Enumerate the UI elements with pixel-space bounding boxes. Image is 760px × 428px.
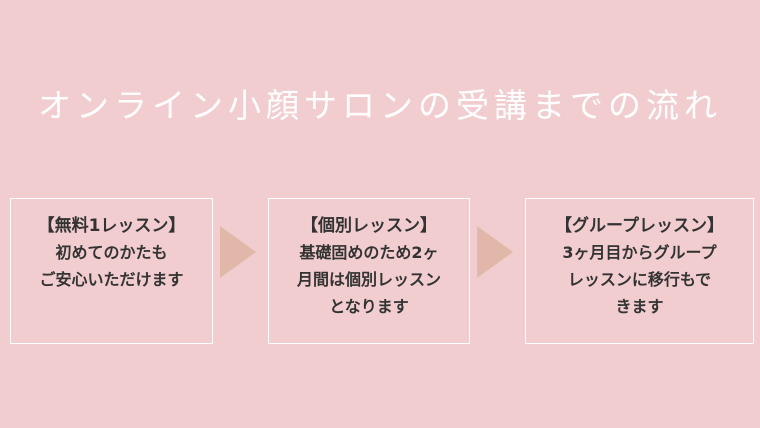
step-box-1: 【無料1レッスン】 初めてのかたも ご安心いただけます (10, 198, 213, 344)
step-2-line-2: 月間は個別レッスン (296, 270, 441, 289)
step-3-line-1: 3ヶ月目からグループ (562, 243, 717, 262)
step-3-title: 【グループレッスン】 (555, 216, 724, 236)
step-1-title: 【無料1レッスン】 (37, 216, 186, 236)
step-box-2: 【個別レッスン】 基礎固めのため2ヶ 月間は個別レッスン となります (268, 198, 470, 344)
step-3-line-2: レッスンに移行もで (567, 270, 712, 289)
step-1-line-1: 初めてのかたも (55, 243, 168, 262)
step-2-line-1: 基礎固めのため2ヶ (299, 243, 439, 262)
step-1-line-2: ご安心いただけます (39, 270, 184, 289)
page-title: オンライン小顔サロンの受講までの流れ (38, 86, 722, 125)
step-box-3: 【グループレッスン】 3ヶ月目からグループ レッスンに移行もで きます (525, 198, 754, 344)
step-3-line-3: きます (615, 297, 664, 316)
step-2-line-3: となります (329, 297, 409, 316)
arrow-right-icon (220, 226, 256, 278)
arrow-right-icon (477, 226, 513, 278)
step-2-title: 【個別レッスン】 (301, 216, 437, 236)
